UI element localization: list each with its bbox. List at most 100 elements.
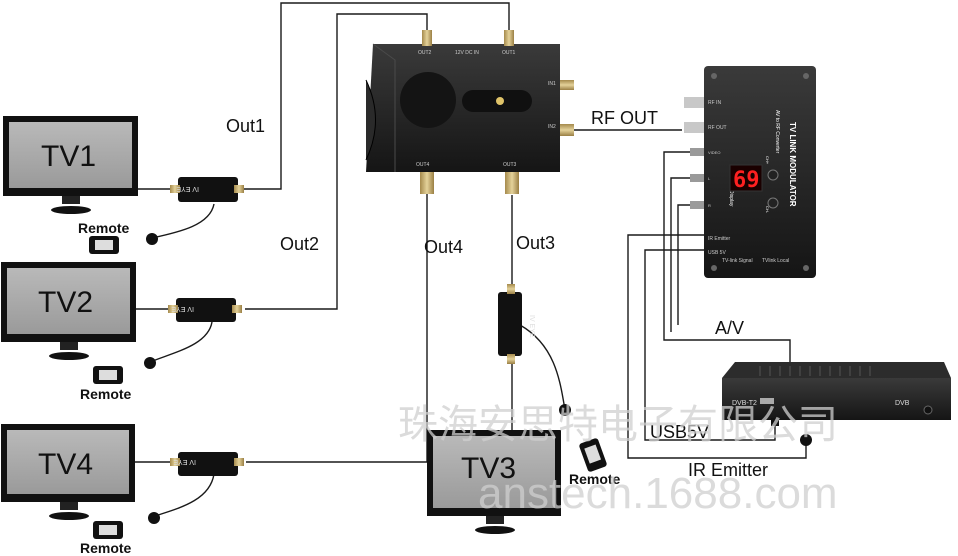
modulator-av-video (690, 148, 704, 156)
remote-4: Remote (80, 521, 132, 556)
modulator-av-r (690, 201, 704, 209)
svg-text:TVlink Local: TVlink Local (762, 258, 789, 264)
modulator-display (729, 164, 763, 192)
wire-eye1-cord (151, 203, 215, 239)
svg-text:RF OUT: RF OUT (708, 125, 727, 131)
wire-usb (644, 249, 776, 441)
remote-3: Remote (569, 438, 621, 487)
tv-link-modulator: TV LINK MODULATOR AV to RF Converter Cha… (684, 66, 816, 278)
label-out2: Out2 (280, 234, 319, 254)
wire-eye4-cord (154, 473, 215, 517)
svg-text:IV EYE: IV EYE (171, 305, 194, 312)
svg-text:USB 5V: USB 5V (708, 250, 726, 256)
label-out3: Out3 (516, 233, 555, 253)
remote-label-1: Remote (78, 220, 130, 236)
svg-text:IN2: IN2 (548, 124, 556, 130)
label-usb5v: USB5V (650, 422, 709, 442)
wire-av-2 (670, 177, 690, 332)
ir-eye-2: IV EYE (168, 298, 242, 322)
svg-text:IV EYE: IV EYE (176, 185, 199, 192)
settop-usb-port (760, 398, 774, 404)
port-in1 (560, 80, 574, 90)
remote-label-3: Remote (569, 471, 621, 487)
ir-eye-1: IV EYE (170, 177, 244, 202)
label-rf-out: RF OUT (591, 108, 658, 128)
connection-labels: Out1 Out2 Out4 Out3 RF OUT A/V USB5V IR … (226, 108, 768, 480)
wire-out2 (245, 13, 428, 310)
svg-text:TV-link Signal: TV-link Signal (722, 258, 753, 264)
label-out4: Out4 (424, 237, 463, 257)
splitter-dial (400, 72, 456, 128)
tv3: TV3 (427, 430, 561, 534)
tv2-screen (7, 268, 130, 334)
settop-top (722, 362, 951, 378)
port-in2 (560, 124, 574, 136)
ir-sensor-2 (144, 357, 156, 369)
remote-label-2: Remote (80, 386, 132, 402)
ir-sensor-4 (148, 512, 160, 524)
settop-button[interactable] (923, 405, 933, 415)
wire-ir (627, 234, 807, 459)
svg-text:12V DC IN: 12V DC IN (455, 50, 479, 56)
modulator-subtitle: AV to RF Converter (774, 110, 780, 154)
ch-down-button[interactable] (767, 197, 779, 209)
wire-av (663, 151, 791, 362)
wire-out1 (238, 2, 510, 190)
tv1-screen (9, 122, 132, 188)
remote-1: Remote (78, 220, 130, 254)
tv4-screen (7, 430, 129, 494)
modulator-av-label-1: L (708, 176, 711, 181)
remote-label-4: Remote (80, 540, 132, 556)
set-top-box: DVB-T2 DVB (722, 362, 951, 446)
splitter-amplifier: OUT2 12V DC IN OUT1 OUT4 OUT3 IN1 IN2 (365, 30, 574, 194)
wire-eye3-cord (519, 324, 566, 411)
svg-text:OUT2: OUT2 (418, 50, 432, 56)
svg-text:OUT1: OUT1 (502, 50, 516, 56)
tv4-label: TV4 (38, 448, 93, 481)
modulator-title: TV LINK MODULATOR (788, 122, 797, 207)
svg-text:CH+: CH+ (765, 156, 770, 165)
port-out2 (422, 30, 432, 46)
tv3-label: TV3 (461, 452, 516, 485)
watermark-cn: 珠海安思特电子有限公司 (398, 403, 838, 447)
tv1-label: TV1 (41, 140, 96, 173)
port-out4 (420, 172, 434, 194)
settop-badge: DVB (895, 400, 910, 407)
modulator-av-label-0: VIDEO (708, 150, 720, 155)
port-out3 (505, 172, 519, 194)
svg-text:CH-: CH- (765, 206, 770, 214)
svg-text:IV EYE: IV EYE (528, 315, 535, 338)
ir-emitter-head (800, 434, 812, 446)
wires (135, 2, 807, 517)
tv1: TV1 (3, 116, 138, 214)
ch-up-button[interactable] (767, 169, 779, 181)
tv3-screen (433, 436, 555, 508)
ir-eye-3: IV EYE (498, 284, 535, 364)
svg-text:IR Emitter: IR Emitter (708, 236, 731, 242)
modulator-av-l (690, 174, 704, 182)
tv2-label: TV2 (38, 286, 93, 319)
remote-2: Remote (80, 366, 132, 402)
svg-text:OUT4: OUT4 (416, 162, 430, 168)
ir-eye-4: IV EYE (170, 452, 244, 476)
label-out1: Out1 (226, 116, 265, 136)
modulator-rf-out-port (684, 122, 704, 133)
wire-av-3 (677, 204, 690, 325)
tv2: TV2 (1, 262, 136, 360)
svg-text:IN1: IN1 (548, 81, 556, 87)
wire-eye2-cord (149, 321, 213, 363)
settop-brand: DVB-T2 (732, 400, 757, 407)
label-ir-emitter: IR Emitter (688, 460, 768, 480)
modulator-rf-in-port (684, 97, 704, 108)
ir-sensor-1 (146, 233, 158, 245)
svg-text:OUT3: OUT3 (503, 162, 517, 168)
svg-text:RF IN: RF IN (708, 100, 721, 106)
port-out1 (504, 30, 514, 46)
modulator-av-label-2: R (708, 203, 711, 208)
tv4: TV4 (1, 424, 135, 520)
svg-text:IV EYE: IV EYE (173, 458, 196, 465)
label-av: A/V (715, 318, 744, 338)
ir-sensor-3 (559, 404, 571, 416)
modulator-display-value: 69 (733, 168, 760, 193)
